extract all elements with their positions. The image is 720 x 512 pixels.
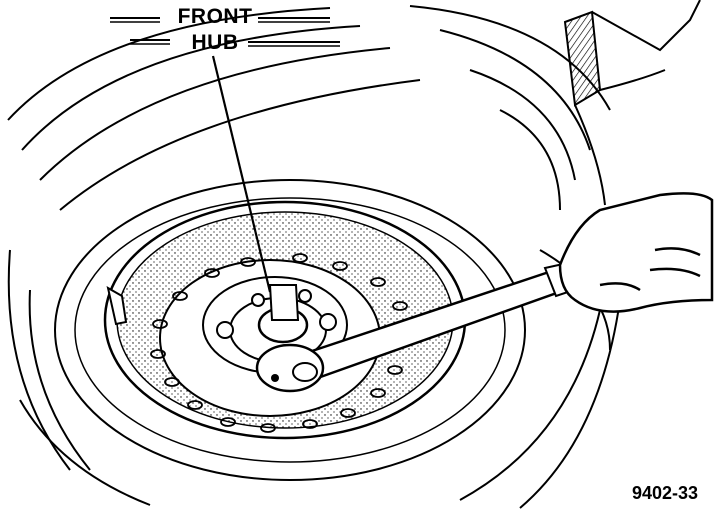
figure-number: 9402-33	[631, 483, 698, 503]
hand	[558, 192, 714, 313]
callout-line-1: FRONT	[177, 5, 253, 28]
front-hub-callout: FRONT HUB	[160, 4, 270, 56]
fender-panel	[563, 0, 701, 206]
callout-line-2: HUB	[191, 31, 239, 54]
callout-leaders	[110, 17, 340, 293]
